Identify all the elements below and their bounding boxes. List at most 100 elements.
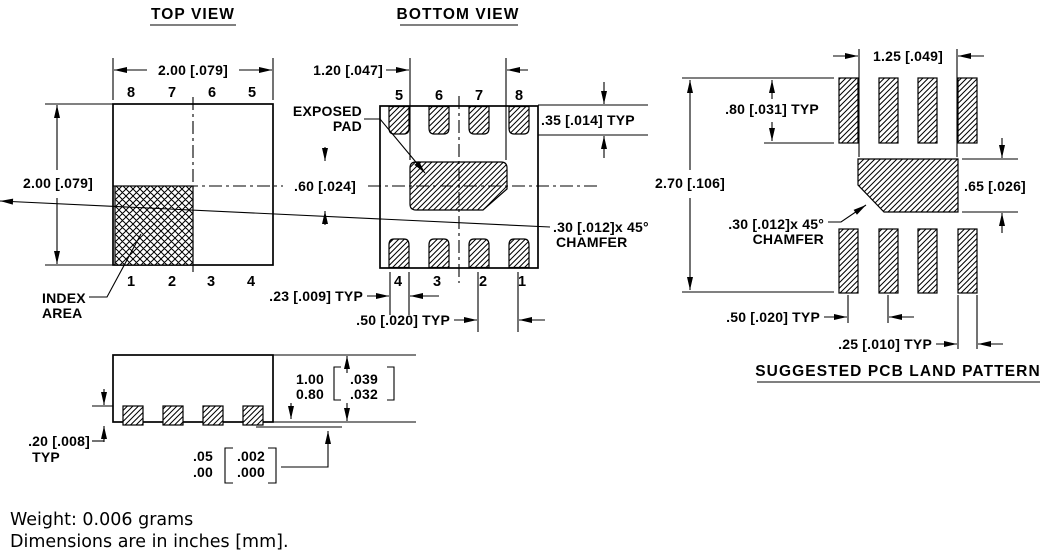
- dim-text-max: 1.00: [296, 371, 324, 387]
- center-pad-height-dim: .65 [.026]: [962, 138, 1026, 233]
- dim-text: 1.25 [.049]: [873, 48, 943, 64]
- bracket-right: [268, 447, 277, 484]
- pin-number: 2: [168, 274, 176, 290]
- exposed-pad-label-line1: EXPOSED: [293, 103, 362, 119]
- bottom-view-terminals-bottom: [388, 238, 530, 269]
- land-pad: [957, 228, 978, 294]
- units-note: Dimensions are in inches [mm].: [10, 532, 289, 552]
- terminal-pad: [468, 105, 490, 135]
- terminal-pad: [388, 105, 410, 135]
- land-pattern: 1.25 [.049] .80 [.031] TYP 2.70 [.106] .…: [655, 48, 1041, 383]
- chamfer-text-line1: .30 [.012]x 45°: [728, 216, 824, 232]
- land-pad: [878, 228, 899, 294]
- top-view-title: TOP VIEW: [151, 6, 235, 23]
- dim-text-max-mm: .039: [350, 371, 378, 387]
- center-pad-width-dim: 1.25 [.049]: [833, 48, 984, 157]
- dim-text-min: 0.80: [296, 386, 324, 402]
- pin-number: 2: [479, 274, 487, 290]
- leader-line: [0, 198, 551, 228]
- dim-text: 1.20 [.047]: [313, 62, 383, 78]
- chamfer-text-line2: CHAMFER: [753, 231, 824, 247]
- terminal-pad: [428, 238, 450, 269]
- dim-text: 2.00 [.079]: [158, 62, 228, 78]
- leader-line: [828, 204, 867, 223]
- top-view-width-dim: 2.00 [.079]: [112, 58, 274, 100]
- pin-number: 3: [207, 274, 215, 290]
- chamfer-text-line1: .30 [.012]x 45°: [553, 219, 649, 235]
- land-pad: [838, 228, 859, 294]
- bottom-view-pin-numbers: 5 6 7 8 4 3 2 1: [394, 88, 526, 290]
- leader-line: [364, 118, 426, 174]
- bracket-left: [333, 366, 341, 401]
- exposed-pad-width-dim: 1.20 [.047]: [313, 58, 528, 160]
- leader-line: [281, 431, 331, 468]
- pin-number: 4: [247, 274, 255, 290]
- terminal-pad: [122, 405, 144, 426]
- bottom-view-chamfer-note: .30 [.012]x 45° CHAMFER: [0, 198, 649, 250]
- dim-text: .25 [.010] TYP: [838, 336, 932, 352]
- dim-text: .60 [.024]: [294, 178, 356, 194]
- top-view-pin-numbers: 8 7 6 5 1 2 3 4: [127, 85, 256, 290]
- terminal-length-dim: .35 [.014] TYP: [538, 82, 648, 158]
- side-view: .20 [.008] TYP 1.00 0.80 .039 .032 .05 .…: [28, 354, 416, 484]
- top-view: TOP VIEW 2.00 [.079] 2.00 [.079] 8 7 6 5: [23, 6, 283, 321]
- terminal-width-dim: .23 [.009] TYP: [269, 272, 439, 315]
- land-pad: [957, 77, 978, 144]
- dim-text: .20 [.008]: [28, 433, 90, 449]
- land-pad: [917, 77, 938, 144]
- dim-text: .50 [.020] TYP: [356, 312, 450, 328]
- pin-number: 1: [518, 274, 526, 290]
- chamfer-text-line2: CHAMFER: [556, 234, 627, 250]
- dim-text-max: .05: [193, 448, 213, 464]
- terminal-pad: [508, 238, 530, 269]
- terminal-pad: [242, 405, 264, 426]
- land-pattern-title: SUGGESTED PCB LAND PATTERN: [755, 363, 1041, 380]
- bracket-left: [224, 447, 233, 484]
- pin-number: 5: [395, 88, 403, 104]
- bracket-right: [387, 366, 395, 401]
- dim-text: 2.00 [.079]: [23, 175, 93, 191]
- dim-text: .23 [.009] TYP: [269, 288, 363, 304]
- land-pattern-pads-bottom: [838, 228, 978, 294]
- index-label-line1: INDEX: [42, 290, 86, 306]
- dim-text: 2.70 [.106]: [655, 175, 725, 191]
- pin-number: 4: [394, 274, 402, 290]
- dim-text: .80 [.031] TYP: [725, 101, 819, 117]
- pin-number: 5: [248, 85, 256, 101]
- terminal-pad: [468, 238, 490, 269]
- pin-number: 6: [435, 88, 443, 104]
- top-view-height-dim: 2.00 [.079]: [23, 103, 113, 266]
- terminal-pad: [162, 405, 184, 426]
- land-overall-height-dim: 2.70 [.106]: [655, 77, 834, 293]
- standoff-dim: .05 .00 .002 .000: [193, 403, 331, 484]
- bottom-view: BOTTOM VIEW 5 6 7 8 4 3 2 1: [0, 6, 649, 332]
- index-label-line2: AREA: [42, 305, 82, 321]
- pin-number: 7: [168, 85, 176, 101]
- terminal-pad: [428, 105, 450, 135]
- bottom-view-title: BOTTOM VIEW: [397, 6, 520, 23]
- land-pad: [878, 77, 899, 144]
- terminal-pad: [388, 238, 410, 269]
- pin-number: 1: [127, 274, 135, 290]
- land-pad: [917, 228, 938, 294]
- dim-text: .50 [.020] TYP: [726, 309, 820, 325]
- footer-notes: Weight: 0.006 grams Dimensions are in in…: [10, 510, 289, 552]
- index-area-callout: INDEX AREA: [42, 233, 142, 321]
- terminal-pad: [508, 105, 530, 135]
- land-pitch-dim: .50 [.020] TYP: [726, 295, 914, 325]
- pin-number: 3: [433, 274, 441, 290]
- dim-text: .65 [.026]: [964, 178, 1026, 194]
- land-chamfer-note: .30 [.012]x 45° CHAMFER: [728, 204, 867, 247]
- exposed-pad-label-line2: PAD: [333, 118, 362, 134]
- dim-text: .35 [.014] TYP: [541, 112, 635, 128]
- pin-number: 8: [127, 85, 135, 101]
- dim-text-min-mm: .000: [237, 464, 265, 480]
- dim-text-min: .00: [193, 464, 213, 480]
- land-center-pad: [857, 158, 959, 213]
- pin-number: 6: [208, 85, 216, 101]
- exposed-pad-callout: EXPOSED PAD: [293, 103, 426, 174]
- dim-text-min-mm: .032: [350, 386, 378, 402]
- bottom-view-pitch-dim: .50 [.020] TYP: [356, 272, 545, 332]
